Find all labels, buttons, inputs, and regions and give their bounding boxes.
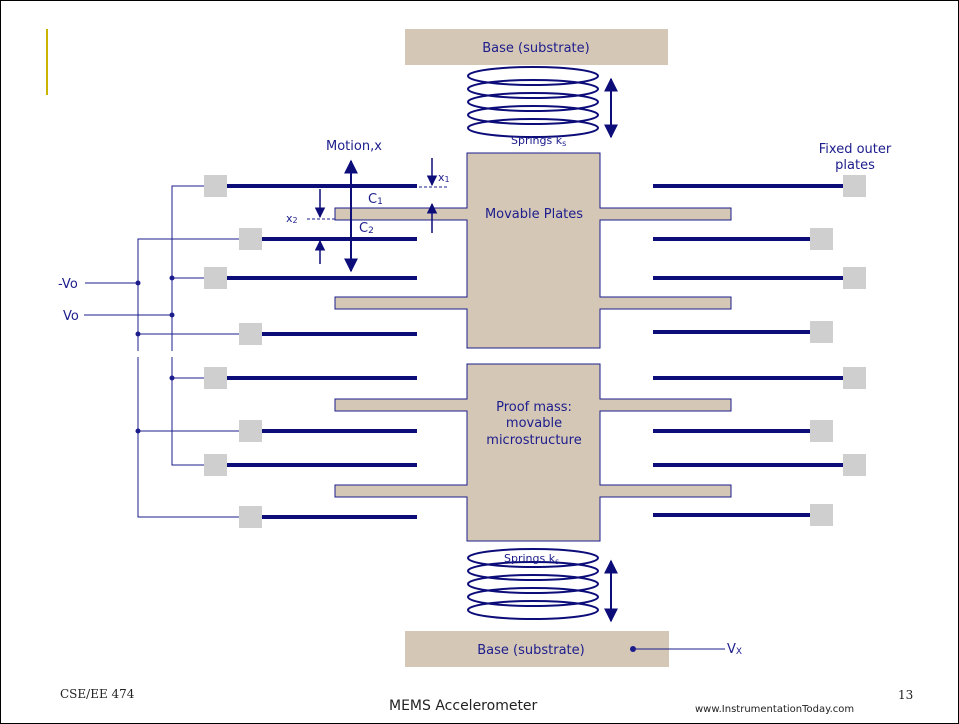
footer-course: CSE/EE 474 [60, 687, 135, 701]
neg-vo-label: -Vo [58, 277, 78, 292]
movable-plates-label: Movable Plates [485, 207, 583, 222]
springs-top-label: Springs ks [511, 134, 566, 148]
vo-label: Vo [63, 309, 79, 324]
left-pads [204, 175, 262, 528]
slide-title: MEMS Accelerometer [389, 698, 538, 714]
junction-dots [135, 275, 636, 652]
accent-bar [46, 29, 48, 95]
right-fixed-plates [653, 184, 844, 517]
x1-label: x1 [438, 171, 450, 184]
page-number: 13 [898, 688, 914, 702]
c2-label: C2 [359, 221, 374, 236]
movable-plates-mass [334, 152, 732, 349]
fixed-outer-label-1: Fixed outer [819, 142, 892, 157]
proof-mass-line1: Proof mass: [496, 400, 572, 415]
fixed-outer-label-2: plates [835, 158, 875, 173]
right-pads [810, 175, 866, 526]
base-top-label: Base (substrate) [482, 41, 589, 56]
base-top [405, 29, 668, 65]
footer-source: www.InstrumentationToday.com [695, 704, 855, 715]
left-fixed-plates [225, 184, 417, 519]
vx-label: VX [727, 642, 742, 657]
proof-mass-line3: microstructure [486, 433, 581, 448]
spring-top [467, 66, 599, 138]
spring-bottom [467, 548, 599, 620]
wiring [84, 185, 725, 650]
proof-mass [334, 363, 732, 542]
base-bottom-label: Base (substrate) [477, 643, 584, 658]
motion-label: Motion,x [326, 139, 382, 154]
base-bottom [405, 631, 669, 667]
proof-mass-line2: movable [506, 416, 562, 431]
x2-label: x2 [286, 212, 298, 225]
springs-bottom-label: Springs ks [504, 552, 559, 566]
c1-label: C1 [368, 192, 383, 207]
